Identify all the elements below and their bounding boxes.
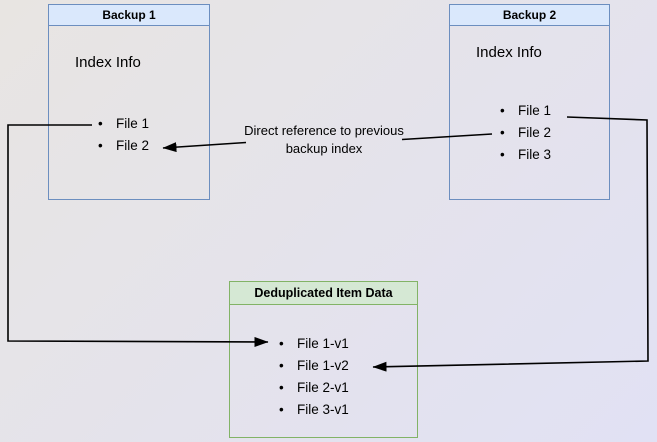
backup1-index-info-label: Index Info: [75, 54, 141, 71]
dedup-title: Deduplicated Item Data: [230, 282, 417, 305]
dedup-item-4: File 3-v1: [279, 399, 349, 421]
backup1-file-2: File 2: [98, 135, 149, 157]
backup2-index-info-label: Index Info: [476, 44, 542, 61]
backup2-title: Backup 2: [450, 5, 609, 26]
backup2-node: Backup 2 Index Info File 1 File 2 File 3: [449, 4, 610, 200]
backup1-file-list: File 1 File 2: [98, 113, 149, 157]
backup2-file-3: File 3: [500, 144, 551, 166]
backup1-title: Backup 1: [49, 5, 209, 26]
backup2-file-2: File 2: [500, 122, 551, 144]
backup2-file-1: File 1: [500, 100, 551, 122]
backup1-node: Backup 1 Index Info File 1 File 2: [48, 4, 210, 200]
backup1-file-1: File 1: [98, 113, 149, 135]
dedup-item-2: File 1-v2: [279, 355, 349, 377]
direct-reference-label: Direct reference to previous backup inde…: [244, 123, 404, 156]
dedup-item-1: File 1-v1: [279, 333, 349, 355]
dedup-item-3: File 2-v1: [279, 377, 349, 399]
backup2-file-list: File 1 File 2 File 3: [500, 100, 551, 166]
dedup-item-list: File 1-v1 File 1-v2 File 2-v1 File 3-v1: [279, 333, 349, 421]
dedup-node: Deduplicated Item Data File 1-v1 File 1-…: [229, 281, 418, 438]
